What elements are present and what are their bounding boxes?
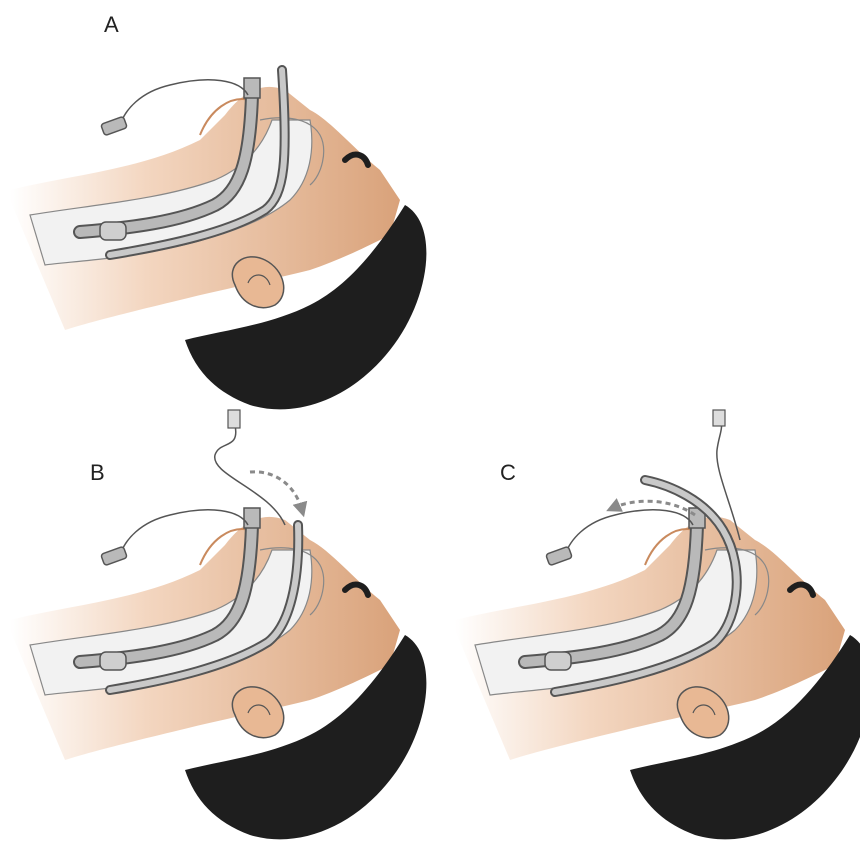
panel-b-illustration [10,410,426,839]
arrow-down-right-icon [250,472,302,510]
panel-a-illustration [10,70,426,409]
panel-c-illustration [455,410,860,839]
